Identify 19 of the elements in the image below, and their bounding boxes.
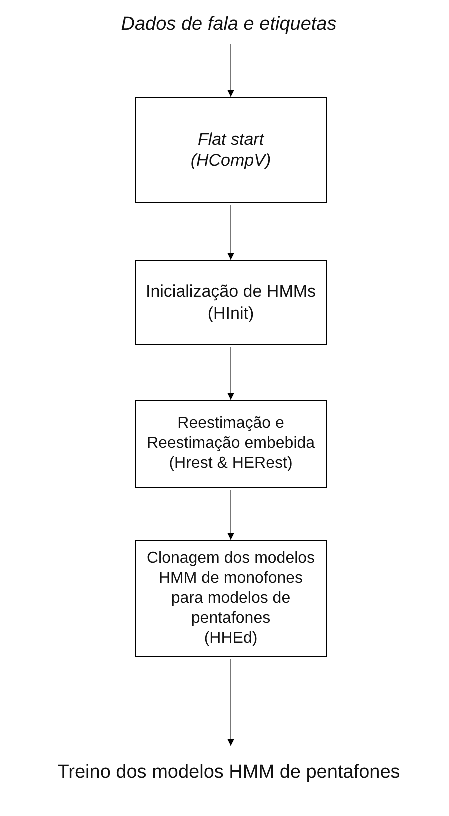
step-text: (Hrest & HERest)	[169, 454, 293, 474]
flow-label: Dados de fala e etiquetas	[121, 13, 337, 37]
arrow	[228, 658, 234, 746]
arrow	[228, 346, 234, 400]
step-text: Inicialização de HMMs	[146, 281, 316, 302]
step-text: (HInit)	[208, 302, 254, 324]
process-box	[135, 97, 327, 203]
step-text: (HCompV)	[190, 150, 272, 172]
arrow	[228, 44, 234, 98]
process-box	[135, 400, 327, 488]
step-text: Clonagem dos modelos HMM de monofones para modelos de pentafones	[146, 548, 316, 628]
flow-label: Treino dos modelos HMM de pentafones	[58, 761, 400, 785]
step-text: (HHEd)	[204, 628, 258, 648]
process-box	[135, 260, 327, 345]
arrow	[228, 490, 234, 540]
process-box	[135, 540, 327, 657]
arrow	[228, 204, 234, 260]
step-text: Reestimação e Reestimação embebida	[146, 414, 316, 454]
step-text: Flat start	[198, 128, 264, 150]
